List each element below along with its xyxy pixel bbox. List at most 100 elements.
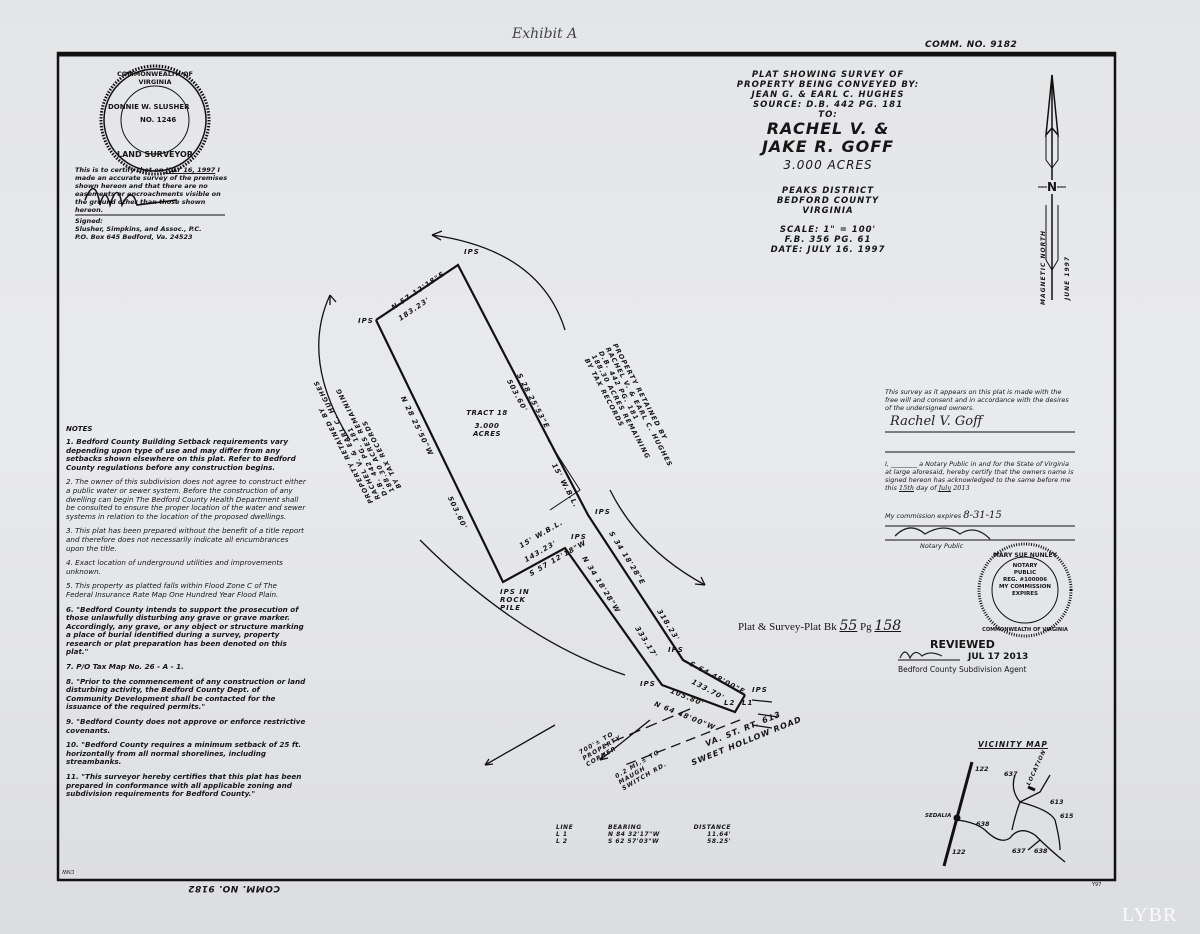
seal-line: EXPIRES — [1011, 591, 1039, 597]
tract-label: TRACT 18 3.000 ACRES — [462, 409, 512, 438]
notary-day: 15th — [898, 484, 915, 492]
note-number: 6. — [66, 604, 74, 614]
col-header: LINE — [556, 824, 574, 831]
line-table-row: L 1 N 84 32'17"W 11.64' — [556, 831, 731, 838]
line-table-header: LINE BEARING DISTANCE — [556, 824, 731, 831]
pin-label: IPS — [464, 248, 480, 256]
notary-seal-icon — [977, 542, 1073, 638]
notary-seal-name: MARY SUE NUNLEY — [993, 552, 1057, 559]
plat-page-number: 158 — [874, 618, 902, 634]
notary-public-label: Notary Public — [920, 542, 964, 550]
line-table: LINE BEARING DISTANCE L 1 N 84 32'17"W 1… — [556, 824, 731, 845]
vicinity-map-drawing — [942, 761, 1066, 867]
tract-boundary — [375, 263, 746, 714]
note-item: 1. Bedford County Building Setback requi… — [66, 437, 306, 472]
pin-label-rock-pile: IPS IN ROCK PILE — [500, 588, 530, 612]
pin-label: IPS — [752, 686, 768, 694]
magnetic-north-label: MAGNETIC NORTH — [1040, 229, 1047, 305]
notary-text: I, ________ a Notary Public in and for t… — [885, 460, 1074, 492]
note-number: 7. — [66, 662, 74, 672]
map-route-label: 637 — [1004, 770, 1018, 778]
cell: 58.25' — [707, 838, 731, 845]
seal-number: NO. 1246 — [140, 116, 177, 124]
exhibit-label: Exhibit A — [512, 26, 578, 42]
grantee-2: JAKE R. GOFF — [761, 137, 895, 156]
notary-seal-bottom: COMMONWEALTH OF VIRGINIA — [982, 627, 1068, 633]
county: BEDFORD COUNTY — [776, 196, 880, 206]
reviewer-signature — [899, 651, 943, 660]
surveyor-signature — [84, 188, 178, 208]
note-item: 4. Exact location of underground utiliti… — [66, 558, 306, 576]
expires-date: 8-31-15 — [963, 510, 1002, 521]
plat-page-label: Pg — [860, 621, 872, 633]
seal-line: PUBLIC — [1013, 570, 1037, 576]
note-number: 8. — [66, 676, 74, 686]
owner-signature: Rachel V. Goff — [890, 414, 983, 429]
scale: SCALE: 1" = 100' — [779, 225, 877, 235]
note-text: The owner of this subdivision does not a… — [66, 477, 306, 521]
title-line: PLAT SHOWING SURVEY OF — [751, 70, 905, 80]
state: VIRGINIA — [802, 206, 854, 216]
cell: L 1 — [556, 831, 568, 838]
border-frame — [56, 51, 1117, 882]
map-route-label: 613 — [1050, 798, 1064, 806]
seal-line: REG. #100006 — [1002, 577, 1048, 583]
note-number: 1. — [66, 437, 74, 446]
surveyor-address: P.O. Box 645 Bedford, Va. 24523 — [75, 233, 193, 241]
title-line: JEAN G. & EARL C. HUGHES — [751, 90, 905, 100]
note-number: 3. — [66, 526, 73, 536]
note-text: Exact location of underground utilities … — [66, 558, 283, 576]
title-acres: 3.000 ACRES — [783, 158, 873, 172]
note-number: 9. — [66, 717, 74, 727]
note-item: 8. "Prior to the commencement of any con… — [66, 676, 306, 712]
note-text: "Prior to the commencement of any constr… — [66, 676, 306, 712]
tract-number: TRACT 18 — [466, 409, 508, 417]
comm-number-bottom: COMM. NO. 9182 — [187, 883, 280, 893]
map-route-label: 638 — [976, 820, 990, 828]
plat-book-reference: Plat & Survey-Plat Bk 55 Pg 158 — [738, 618, 901, 634]
notes-list: 1. Bedford County Building Setback requi… — [66, 437, 316, 799]
comm-number-top: COMM. NO. 9182 — [925, 40, 1018, 50]
setback-lines — [547, 439, 581, 511]
notes-heading: NOTES — [66, 425, 93, 433]
title-block-header: PLAT SHOWING SURVEY OF PROPERTY BEING CO… — [718, 70, 938, 120]
cert-body: I made an accurate survey of the premise… — [75, 166, 228, 214]
note-number: 10. — [66, 740, 79, 750]
note-text: This property as platted falls within Fl… — [66, 581, 279, 599]
note-text: "This surveyor hereby certifies that thi… — [66, 772, 302, 799]
north-date: JUNE 1997 — [1064, 255, 1071, 300]
plat-date: DATE: JULY 16. 1997 — [770, 245, 886, 255]
cell: N 84 32'17"W — [608, 831, 660, 838]
line-table-row: L 2 S 62 57'03"W 58.25' — [556, 838, 731, 845]
note-text: Bedford County Building Setback requirem… — [66, 437, 296, 472]
notary-seal-text: NOTARY PUBLIC REG. #100006 MY COMMISSION… — [995, 563, 1055, 598]
certification-block: This is to certify that on JULY 16, 1997… — [75, 166, 235, 214]
pin-label: IPS — [358, 317, 374, 325]
north-label: N — [1047, 180, 1058, 194]
note-item: 6. "Bedford County intends to support th… — [66, 604, 306, 658]
note-item: 11. "This surveyor hereby certifies that… — [66, 772, 306, 799]
line-label-l2: L2 — [724, 699, 736, 707]
expires-label: My commission expires — [885, 512, 962, 520]
cert-date: JULY 16, 1997 — [165, 166, 216, 174]
grantee-1: RACHEL V. & — [766, 119, 890, 138]
map-town-label: SEDALIA — [925, 813, 952, 819]
col-header: BEARING — [608, 824, 642, 831]
notary-year: 2013 — [953, 484, 970, 492]
signature-lines — [885, 431, 1075, 541]
surveyor-firm-block: Signed: Slusher, Simpkins, and Assoc., P… — [75, 217, 235, 241]
cell: S 62 57'03"W — [608, 838, 660, 845]
map-route-label: 122 — [952, 848, 966, 856]
map-route-label: 122 — [975, 765, 989, 773]
map-route-label: 638 — [1034, 847, 1048, 855]
seal-line: NOTARY — [1012, 563, 1038, 569]
title-line: PROPERTY BEING CONVEYED BY: — [736, 80, 920, 90]
adjoiner-arrows — [318, 230, 706, 766]
plat-book-label: Plat & Survey-Plat Bk — [738, 621, 837, 633]
note-item: 7. P/O Tax Map No. 26 - A - 1. — [66, 662, 306, 672]
title-line: SOURCE: D.B. 442 PG. 181 — [753, 100, 903, 110]
seal-top-text: COMMONWEALTH OF VIRGINIA — [116, 70, 193, 86]
note-item: 5. This property as platted falls within… — [66, 582, 306, 599]
note-item: 2. The owner of this subdivision does no… — [66, 478, 306, 521]
